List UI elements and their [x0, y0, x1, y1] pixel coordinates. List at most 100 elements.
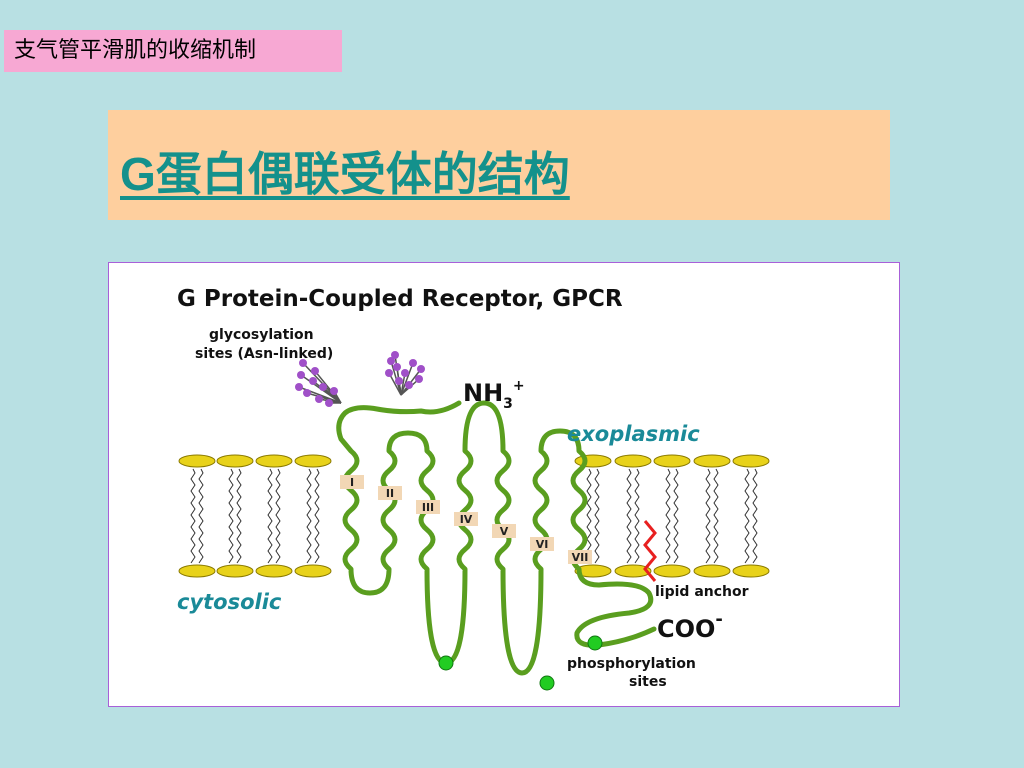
lipid-tail — [306, 468, 312, 564]
phosphorylation-label-line2: sites — [629, 674, 667, 690]
helix-label-box — [378, 486, 402, 500]
lipid-head — [255, 564, 293, 578]
glycan-branch — [388, 372, 402, 396]
sugar-residue — [393, 363, 401, 371]
lipid-head — [614, 564, 652, 578]
lipid-tail — [673, 468, 679, 564]
n-terminus-sup: + — [513, 378, 525, 394]
lipid-tail — [705, 468, 711, 564]
lipid-tail — [267, 468, 273, 564]
phosphorylation-dots — [438, 635, 603, 691]
glycan-branch — [394, 354, 402, 396]
phosphorylation-site — [539, 675, 555, 691]
lipid-tail — [626, 468, 632, 564]
sugar-residue — [299, 359, 307, 367]
helix-label-box — [568, 550, 592, 564]
helix-label-box — [416, 500, 440, 514]
lipid-head — [693, 564, 731, 578]
lipid-head — [574, 564, 612, 578]
lipid-head — [294, 564, 332, 578]
lipid-tail — [586, 468, 592, 564]
lipid-tail — [198, 468, 204, 564]
helix-label: IV — [460, 513, 473, 526]
phosphorylation-site — [438, 655, 454, 671]
sugar-residue — [417, 365, 425, 373]
lipid-anchor-chain — [643, 520, 657, 582]
lipid-tail — [314, 468, 320, 564]
lipid-bilayer — [178, 454, 770, 578]
lipid-tail — [744, 468, 750, 564]
n-terminus-sub: 3 — [503, 396, 513, 412]
sugar-residue — [395, 377, 403, 385]
helix-label-box — [530, 537, 554, 551]
sugar-residue — [387, 357, 395, 365]
sugar-residue — [415, 375, 423, 383]
sugar-residue — [401, 369, 409, 377]
sugar-residue — [330, 387, 338, 395]
sugar-residue — [295, 383, 303, 391]
glycan-branch — [314, 370, 342, 404]
slide-heading-link[interactable]: G蛋白偶联受体的结构 — [120, 148, 570, 200]
sugar-residue — [391, 351, 399, 359]
sugar-residue — [311, 367, 319, 375]
cytosolic-label: cytosolic — [177, 590, 282, 614]
lipid-tail — [236, 468, 242, 564]
lipid-head — [693, 454, 731, 468]
lipid-head — [255, 454, 293, 468]
sugar-residue — [319, 383, 327, 391]
lipid-tail — [665, 468, 671, 564]
phosphorylation-site — [587, 635, 603, 651]
glycosylation-label-line1: glycosylation — [209, 327, 314, 343]
lipid-head — [178, 564, 216, 578]
lipid-head — [653, 454, 691, 468]
c-terminus-sup: - — [715, 609, 722, 630]
glycan-branch — [400, 362, 414, 396]
lipid-head — [216, 564, 254, 578]
slide-tag-label: 支气管平滑肌的收缩机制 — [14, 38, 257, 63]
lipid-head — [732, 454, 770, 468]
lipid-head — [614, 454, 652, 468]
sugar-residue — [385, 369, 393, 377]
glycosylation-glycans — [295, 351, 425, 407]
lipid-head — [574, 454, 612, 468]
lipid-tail — [190, 468, 196, 564]
glycosylation-label-line2: sites (Asn-linked) — [195, 346, 333, 362]
lipid-head — [294, 454, 332, 468]
sugar-residue — [325, 399, 333, 407]
c-terminus-label: COO- — [657, 609, 723, 643]
n-terminus-label: NH3+ — [463, 378, 525, 412]
lipid-tail — [752, 468, 758, 564]
helix-label: VII — [572, 551, 589, 564]
receptor-polypeptide-chain — [336, 400, 657, 676]
phosphorylation-label-line1: phosphorylation — [567, 656, 696, 672]
slide-tag: 支气管平滑肌的收缩机制 — [4, 30, 342, 72]
sugar-residue — [309, 377, 317, 385]
lipid-tail — [713, 468, 719, 564]
slide-heading: G蛋白偶联受体的结构 — [108, 110, 890, 220]
lipid-tail — [594, 468, 600, 564]
lipid-tail — [275, 468, 281, 564]
lipid-head — [178, 454, 216, 468]
exoplasmic-label: exoplasmic — [567, 422, 700, 446]
helix-label-box — [340, 475, 364, 489]
helix-label: VI — [536, 538, 549, 551]
helix-label: I — [350, 476, 354, 489]
helix-label: III — [422, 501, 434, 514]
lipid-anchor-zigzag — [643, 520, 657, 582]
c-terminus-main: COO — [657, 615, 715, 643]
sugar-residue — [297, 371, 305, 379]
lipid-tail — [228, 468, 234, 564]
helix-label-box — [492, 524, 516, 538]
lipid-head — [216, 454, 254, 468]
glycan-branch — [390, 360, 402, 396]
figure-title: G Protein-Coupled Receptor, GPCR — [177, 286, 623, 312]
lipid-head — [653, 564, 691, 578]
sugar-residue — [409, 359, 417, 367]
helix-label: V — [500, 525, 509, 538]
n-terminus-main: NH — [463, 379, 503, 407]
lipid-head — [732, 564, 770, 578]
helix-label: II — [386, 487, 394, 500]
